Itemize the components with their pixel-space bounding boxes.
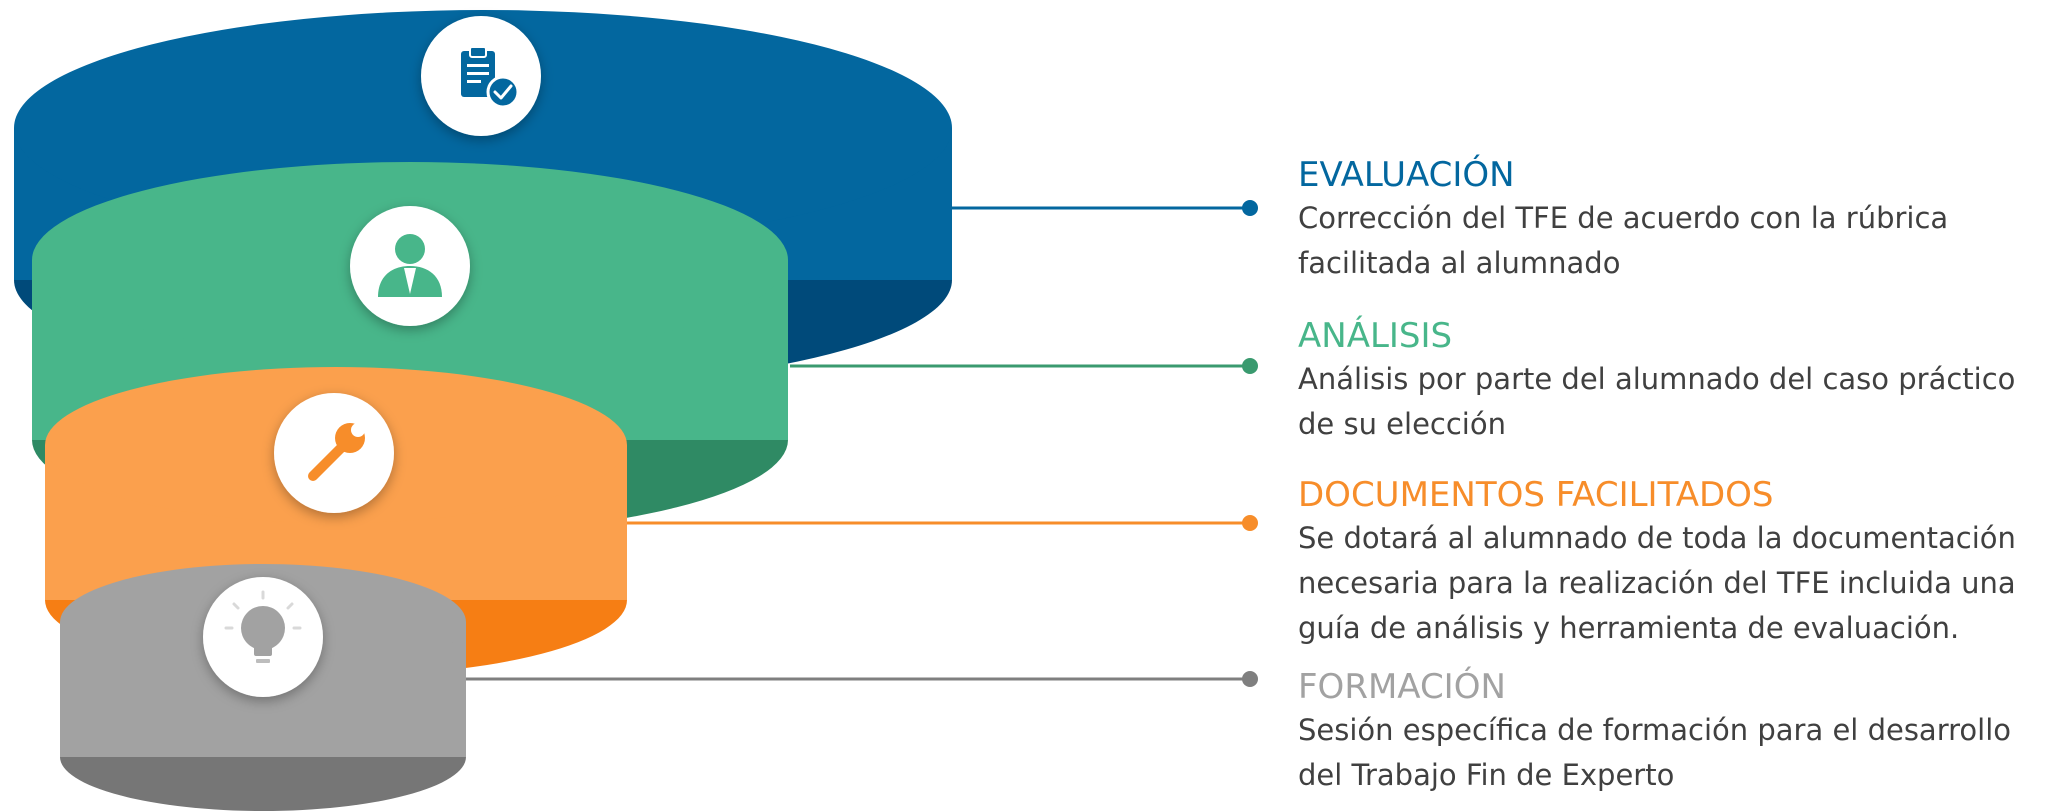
stage-desc-analisis: Análisis por parte del alumnado del caso…: [1298, 357, 2038, 447]
stage-desc-evaluacion: Corrección del TFE de acuerdo con la rúb…: [1298, 196, 2038, 286]
user-icon: [350, 206, 470, 326]
connector-documentos: [625, 515, 1258, 531]
lightbulb-icon: [203, 577, 323, 697]
stage-evaluacion: EVALUACIÓN Corrección del TFE de acuerdo…: [1298, 154, 2038, 286]
desc-line: guía de análisis y herramienta de evalua…: [1298, 611, 1960, 645]
stage-title-analisis: ANÁLISIS: [1298, 316, 1453, 356]
desc-line: Corrección del TFE de acuerdo con la rúb…: [1298, 201, 1949, 235]
desc-line: Se dotará al alumnado de toda la documen…: [1298, 521, 2016, 555]
desc-line: Análisis por parte del alumnado del caso…: [1298, 362, 2016, 396]
stage-title-documentos: DOCUMENTOS FACILITADOS: [1298, 475, 1774, 515]
stage-title-evaluacion: EVALUACIÓN: [1298, 155, 1515, 195]
stage-analisis: ANÁLISIS Análisis por parte del alumnado…: [1298, 315, 2038, 447]
stage-desc-documentos: Se dotará al alumnado de toda la documen…: [1298, 516, 2038, 651]
stage-title-formacion: FORMACIÓN: [1298, 667, 1506, 707]
stage-formacion: FORMACIÓN Sesión específica de formación…: [1298, 666, 2038, 798]
stage-desc-formacion: Sesión específica de formación para el d…: [1298, 708, 2038, 798]
desc-line: necesaria para la realización del TFE in…: [1298, 566, 2016, 600]
desc-line: de su elección: [1298, 407, 1506, 441]
desc-line: Sesión específica de formación para el d…: [1298, 713, 2011, 747]
connector-evaluacion: [948, 200, 1258, 216]
wrench-icon: [274, 393, 394, 513]
connector-formacion: [466, 671, 1258, 687]
desc-line: facilitada al alumnado: [1298, 246, 1621, 280]
connector-analisis: [790, 358, 1258, 374]
desc-line: del Trabajo Fin de Experto: [1298, 758, 1675, 792]
clipboard-check-icon: [421, 16, 541, 136]
stage-documentos: DOCUMENTOS FACILITADOS Se dotará al alum…: [1298, 474, 2038, 651]
